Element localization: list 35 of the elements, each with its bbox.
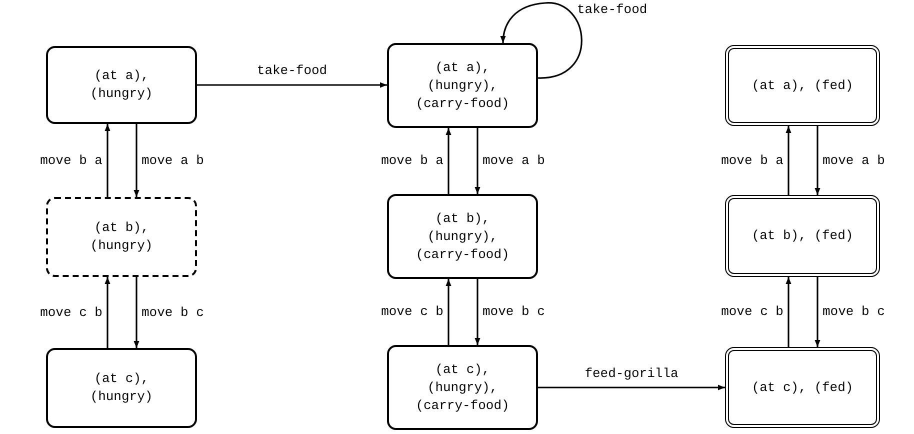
arrow xyxy=(104,124,110,197)
arrow xyxy=(474,279,480,345)
state-text: (at a), (hungry), (carry-food) xyxy=(414,58,510,112)
arrow xyxy=(446,279,452,345)
arrow xyxy=(197,82,387,88)
arrow xyxy=(134,124,140,197)
state-text: (at c), (fed) xyxy=(750,378,854,396)
arrow xyxy=(814,126,820,195)
state-box xyxy=(46,348,197,428)
arrow xyxy=(814,277,820,347)
edge-label: feed-gorilla xyxy=(584,366,680,382)
state-box xyxy=(725,45,880,126)
arrow xyxy=(474,128,480,194)
state-text: (at b), (hungry) xyxy=(89,219,154,255)
arrow xyxy=(500,2,582,79)
arrow xyxy=(446,128,452,194)
arrow xyxy=(786,126,792,195)
state-box xyxy=(46,197,197,277)
state-text: (at a), (hungry) xyxy=(89,67,154,103)
state-box xyxy=(46,46,197,124)
arrow xyxy=(786,277,792,347)
state-box xyxy=(387,194,538,279)
state-text: (at c), (hungry), (carry-food) xyxy=(414,360,510,414)
arrow xyxy=(104,277,110,348)
state-text: (at b), (fed) xyxy=(750,227,854,245)
edge-label: take-food xyxy=(576,2,648,18)
state-box xyxy=(387,345,538,430)
arrow xyxy=(134,277,140,348)
state-text: (at b), (hungry), (carry-food) xyxy=(414,210,510,264)
state-text: (at a), (fed) xyxy=(750,76,854,94)
state-text: (at c), (hungry) xyxy=(89,370,154,406)
arrow xyxy=(538,384,725,390)
state-box xyxy=(725,195,880,277)
state-box xyxy=(387,43,538,128)
state-box xyxy=(725,347,880,428)
